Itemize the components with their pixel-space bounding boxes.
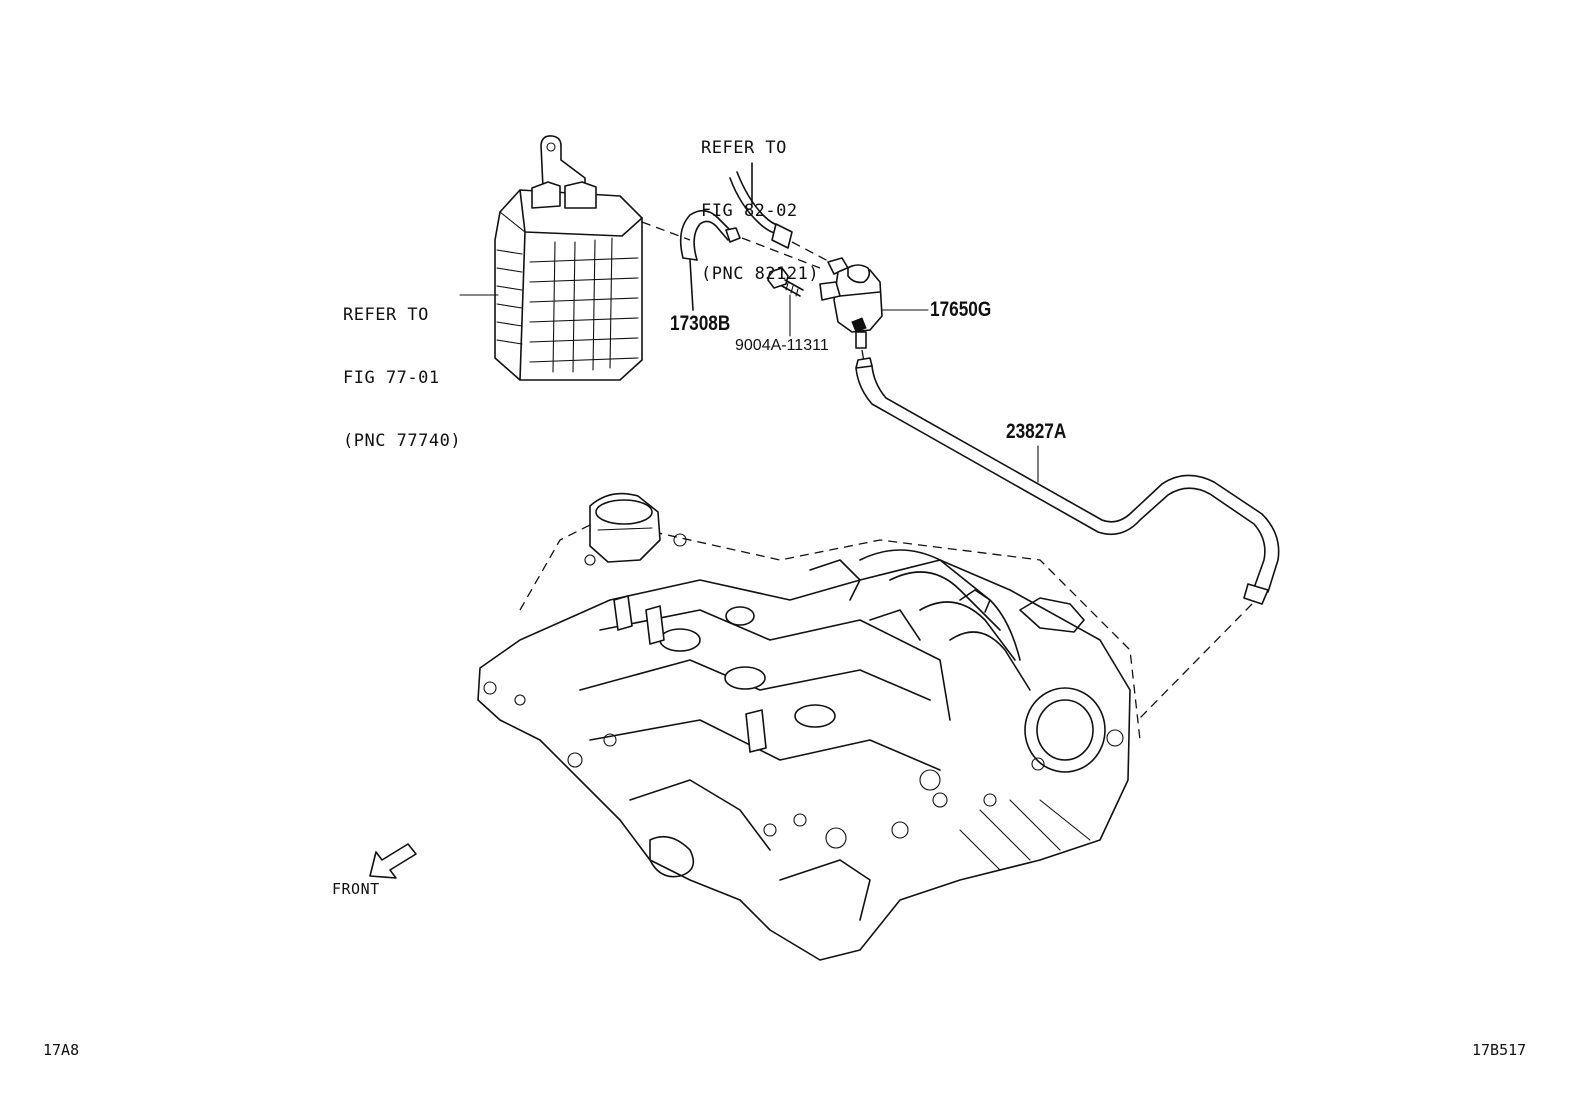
purge-valve <box>819 257 883 349</box>
part-number-17650g[interactable]: 17650G <box>930 298 992 321</box>
ref-wire-line-1: REFER TO <box>701 138 787 158</box>
ref-canister-line-1: REFER TO <box>343 305 429 325</box>
hose-23827a <box>855 357 1280 605</box>
engine-assembly <box>477 492 1141 961</box>
ref-wire-line-3: (PNC 82121) <box>701 264 820 284</box>
footer-right-code: 17B517 <box>1472 1041 1527 1059</box>
ref-wire-label: REFER TO FIG 82-02 (PNC 82121) <box>701 96 819 306</box>
hose-17308b <box>679 209 741 311</box>
ref-canister-label: REFER TO FIG 77-01 (PNC 77740) <box>343 263 461 473</box>
footer-left-code: 17A8 <box>43 1041 80 1059</box>
front-label: FRONT <box>332 880 380 898</box>
ref-canister-line-3: (PNC 77740) <box>343 431 462 451</box>
ref-wire-line-2: FIG 82-02 <box>701 201 798 221</box>
charcoal-canister <box>494 135 643 381</box>
part-number-9004a-11311[interactable]: 9004A-11311 <box>735 337 829 354</box>
part-number-23827a[interactable]: 23827A <box>1006 420 1067 443</box>
bolt <box>767 267 804 337</box>
wire-connector <box>729 162 793 249</box>
front-arrow-icon <box>369 843 417 879</box>
part-number-17308b[interactable]: 17308B <box>670 312 731 335</box>
ref-canister-line-2: FIG 77-01 <box>343 368 440 388</box>
